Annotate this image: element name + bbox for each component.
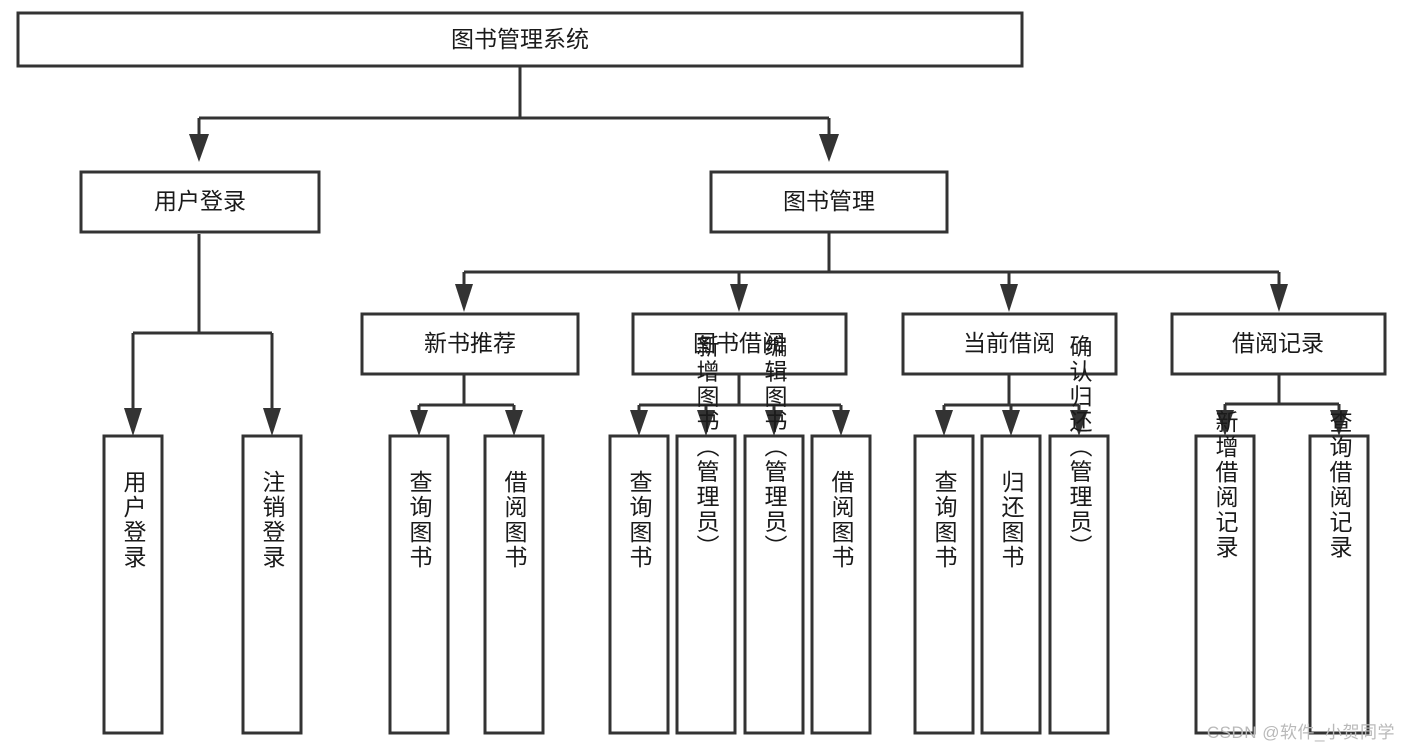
arrowhead-user-login [189,134,209,162]
node-leaf-user-login[interactable]: 用户登录 [102,434,164,735]
node-leaf-logout-login-label: 注销登录 [259,470,286,570]
arrowhead-leaf-return-book [1002,410,1020,436]
node-leaf-add-record-box[interactable] [1194,434,1256,735]
arrowhead-leaf-add-record [1216,410,1234,436]
arrowhead-leaf-query-book-3 [935,410,953,436]
node-leaf-query-record-label: 查询借阅记录 [1326,410,1353,560]
node-leaf-add-book[interactable]: 新增图书（管理员） [675,335,737,735]
node-leaf-confirm-return-box[interactable] [1048,434,1110,735]
node-book-management[interactable]: 图书管理 [709,170,949,234]
node-leaf-add-book-box[interactable] [675,434,737,735]
edge-group-user-login [124,234,281,436]
node-leaf-edit-book[interactable]: 编辑图书（管理员） [743,335,805,735]
arrowhead-leaf-edit-book [765,410,783,436]
edge-group-current-borrow [935,374,1088,436]
node-leaf-query-record[interactable]: 查询借阅记录 [1308,410,1370,735]
arrowhead-new-book-recommend [455,284,473,312]
arrowhead-leaf-borrow-book-1 [505,410,523,436]
node-current-borrow-box[interactable] [901,312,1118,376]
node-current-borrow-label: 当前借阅 [963,330,1055,356]
node-leaf-query-book-1-label: 查询图书 [406,470,433,570]
arrowhead-current-borrow [1000,284,1018,312]
node-user-login-box[interactable] [79,170,321,234]
node-leaf-return-book[interactable]: 归还图书 [980,434,1042,735]
node-user-login-label: 用户登录 [154,188,246,214]
node-leaf-confirm-return[interactable]: 确认归还（管理员） [1048,335,1110,735]
node-leaf-query-book-3-box[interactable] [913,434,975,735]
node-current-borrow[interactable]: 当前借阅 [901,312,1118,376]
node-new-book-recommend[interactable]: 新书推荐 [360,312,580,376]
node-user-login[interactable]: 用户登录 [79,170,321,234]
arrowhead-leaf-query-record [1330,410,1348,436]
node-leaf-add-record-label: 新增借阅记录 [1212,410,1239,560]
edge-group-book-management [455,233,1288,312]
node-leaf-query-book-2-box[interactable] [608,434,670,735]
node-leaf-borrow-book-2-box[interactable] [810,434,872,735]
node-book-borrow-label: 图书借阅 [693,330,785,356]
node-book-borrow[interactable]: 图书借阅 [631,312,848,376]
arrowhead-leaf-confirm-return [1070,410,1088,436]
node-borrow-record[interactable]: 借阅记录 [1170,312,1387,376]
edge-group-borrow-record [1216,375,1348,436]
arrowhead-leaf-user-login [124,408,142,436]
node-leaf-return-book-label: 归还图书 [998,470,1025,570]
node-leaf-query-book-2[interactable]: 查询图书 [608,434,670,735]
node-leaf-query-book-1[interactable]: 查询图书 [388,434,450,735]
node-new-book-recommend-box[interactable] [360,312,580,376]
node-leaf-add-record[interactable]: 新增借阅记录 [1194,410,1256,735]
node-book-management-label: 图书管理 [783,188,875,214]
node-leaf-confirm-return-label: 确认归还（管理员） [1066,335,1093,560]
node-leaf-borrow-book-1-label: 借阅图书 [501,470,528,570]
node-leaf-user-login-box[interactable] [102,434,164,735]
arrowhead-leaf-add-book [697,410,715,436]
node-borrow-record-box[interactable] [1170,312,1387,376]
edge-group-book-borrow [630,374,850,436]
arrowhead-leaf-logout-login [263,408,281,436]
node-leaf-query-book-1-box[interactable] [388,434,450,735]
node-leaf-query-book-3-label: 查询图书 [931,470,958,570]
node-new-book-recommend-label: 新书推荐 [424,330,516,356]
node-book-management-box[interactable] [709,170,949,234]
node-leaf-user-login-label: 用户登录 [120,470,147,570]
arrowhead-leaf-borrow-book-2 [832,410,850,436]
node-leaf-logout-login[interactable]: 注销登录 [241,434,303,735]
node-borrow-record-label: 借阅记录 [1232,330,1324,356]
edge-group-root [189,66,839,162]
node-root-label: 图书管理系统 [451,26,589,52]
node-root[interactable]: 图书管理系统 [16,11,1024,68]
node-leaf-borrow-book-1[interactable]: 借阅图书 [483,434,545,735]
edge-group-new-book-recommend [410,374,523,436]
node-leaf-query-book-3[interactable]: 查询图书 [913,434,975,735]
node-leaf-borrow-book-2[interactable]: 借阅图书 [810,434,872,735]
node-leaf-edit-book-label: 编辑图书（管理员） [761,335,788,560]
node-leaf-borrow-book-2-label: 借阅图书 [828,470,855,570]
node-leaf-query-record-box[interactable] [1308,434,1370,735]
node-leaf-edit-book-box[interactable] [743,434,805,735]
node-root-box[interactable] [16,11,1024,68]
arrowhead-borrow-record [1270,284,1288,312]
node-leaf-borrow-book-1-box[interactable] [483,434,545,735]
node-leaf-add-book-label: 新增图书（管理员） [693,335,720,560]
node-book-borrow-box[interactable] [631,312,848,376]
arrowhead-book-borrow [730,284,748,312]
arrowhead-leaf-query-book-1 [410,410,428,436]
arrowhead-leaf-query-book-2 [630,410,648,436]
node-leaf-return-book-box[interactable] [980,434,1042,735]
arrowhead-book-management [819,134,839,162]
node-leaf-query-book-2-label: 查询图书 [626,470,653,570]
node-leaf-logout-login-box[interactable] [241,434,303,735]
